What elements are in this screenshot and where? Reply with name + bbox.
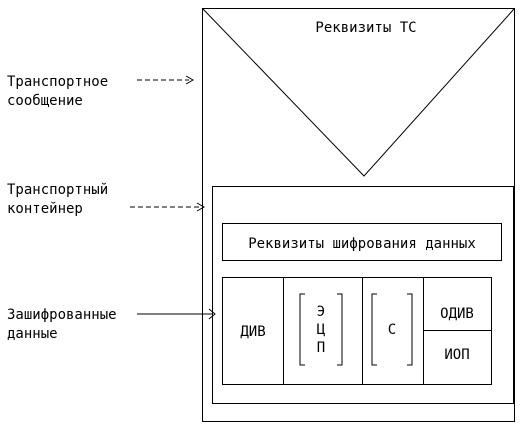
cell-ecp-line1: Э	[317, 304, 325, 320]
cell-ecp-line2: Ц	[317, 322, 326, 338]
label-transport-message-line2: сообщение	[7, 93, 83, 109]
ecp-left-bracket	[299, 293, 305, 366]
envelope-title: Реквизиты ТС	[315, 20, 416, 36]
ecp-right-bracket	[337, 293, 343, 366]
encrypted-data-box	[222, 277, 492, 385]
label-encrypted-data: Зашифрованные данные	[7, 307, 117, 342]
transport-message-box	[202, 8, 515, 422]
label-transport-container-line2: контейнер	[7, 201, 83, 217]
arrow-encrypted-data	[137, 308, 216, 320]
arrow-transport-container	[130, 202, 206, 212]
encryption-requisites-label: Реквизиты шифрования данных	[248, 236, 476, 252]
arrow-transport-message	[137, 75, 195, 85]
cell-odiv: ОДИВ	[440, 306, 474, 322]
cell-s: С	[388, 322, 396, 338]
cell-div: ДИВ	[240, 324, 265, 340]
encryption-requisites-box	[222, 223, 502, 261]
s-left-bracket	[371, 293, 377, 366]
envelope-flap	[202, 8, 515, 177]
label-transport-container: Транспортный контейнер	[7, 182, 108, 217]
cell-ecp-line3: П	[317, 340, 325, 356]
cell-iop: ИОП	[444, 347, 469, 363]
label-transport-message-line1: Транспортное	[7, 74, 108, 90]
label-encrypted-data-line2: данные	[7, 326, 58, 342]
s-right-bracket	[407, 293, 413, 366]
label-transport-message: Транспортное сообщение	[7, 74, 108, 109]
encrypted-data-block: ДИВ Э Ц П С ОДИВ ИОП	[222, 277, 492, 385]
transport-container-box	[212, 186, 514, 404]
label-encrypted-data-line1: Зашифрованные	[7, 307, 117, 323]
label-transport-container-line1: Транспортный	[7, 182, 108, 198]
